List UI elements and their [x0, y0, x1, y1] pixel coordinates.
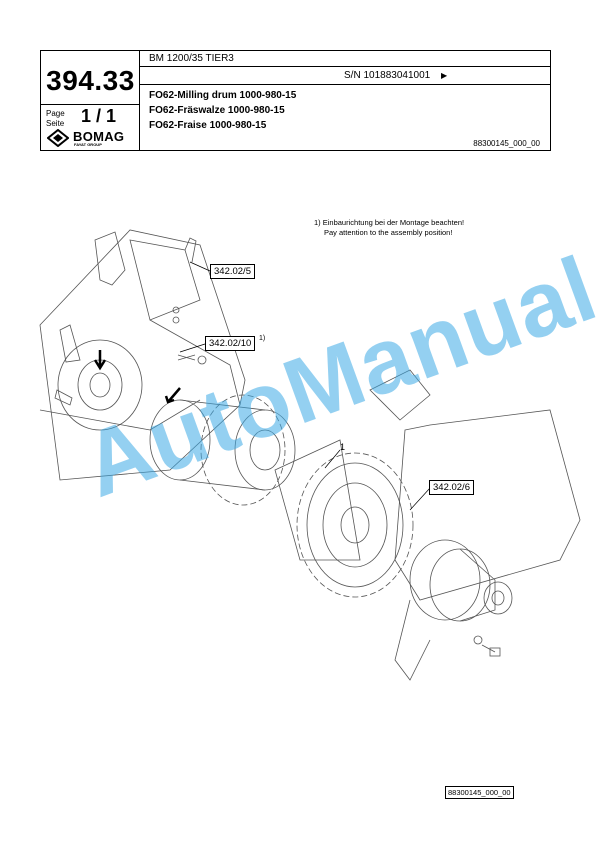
- assembly-note-en: Pay attention to the assembly position!: [324, 228, 453, 237]
- title-block: FO62-Milling drum 1000-980-15 FO62-Fräsw…: [149, 88, 296, 133]
- page-number: 1 / 1: [81, 106, 117, 126]
- brand-subtitle: FAYAT GROUP: [74, 142, 102, 147]
- assembly-note: 1) Einbaurichtung bei der Montage beacht…: [314, 218, 464, 238]
- part-number-cell: 394.33 Page Seite 1 / 1 BOMAG FAYAT GROU…: [41, 51, 140, 150]
- divider: [140, 66, 550, 67]
- page-label-en: Page: [46, 109, 65, 118]
- reference-callout[interactable]: 342.02/10: [205, 336, 256, 351]
- footnote-marker: 1): [259, 335, 266, 342]
- reference-callout[interactable]: 342.02/5: [210, 264, 255, 279]
- serial-number: S/N 101883041001: [344, 70, 431, 81]
- item-number: 1: [340, 442, 346, 452]
- footer-document-code: 88300145_000_00: [445, 786, 514, 799]
- header-block: 394.33 Page Seite 1 / 1 BOMAG FAYAT GROU…: [40, 50, 551, 151]
- play-arrow-icon: ▶: [440, 71, 448, 80]
- exploded-view-drawing: [39, 229, 581, 681]
- brand-name: BOMAG: [73, 129, 125, 144]
- bomag-diamond-icon: [47, 129, 69, 147]
- title-fr: FO62-Fraise 1000-980-15: [149, 120, 267, 131]
- page-label-de: Seite: [46, 119, 65, 128]
- serial-number-row: S/N 101883041001 ▶: [344, 70, 447, 81]
- divider: [140, 84, 550, 85]
- reference-callout[interactable]: 342.02/6: [429, 480, 474, 495]
- model-name: BM 1200/35 TIER3: [149, 53, 234, 64]
- bomag-logo: BOMAG FAYAT GROUP: [47, 129, 135, 147]
- part-number: 394.33: [46, 65, 135, 96]
- assembly-note-de: 1) Einbaurichtung bei der Montage beacht…: [314, 218, 465, 227]
- title-en: FO62-Milling drum 1000-980-15: [149, 90, 297, 101]
- page-label: Page Seite: [46, 109, 65, 129]
- document-code: 88300145_000_00: [473, 139, 540, 148]
- divider: [41, 104, 139, 105]
- title-de: FO62-Fräswalze 1000-980-15: [149, 105, 285, 116]
